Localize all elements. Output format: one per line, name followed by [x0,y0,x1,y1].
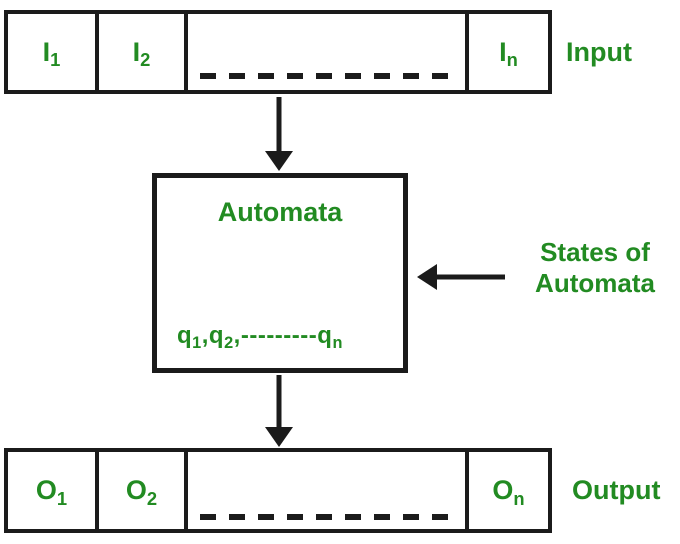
arrow-shaft [276,97,282,153]
state-q1-base: q [177,322,193,349]
output-cell-1: O1 [8,452,99,529]
arrow-left-head [417,264,437,290]
states-pointer-line1: States of [540,237,650,267]
states-pointer-line2: Automata [535,268,655,298]
input-cell-1: I1 [8,14,99,90]
input-cell-1-sub: 1 [50,49,61,71]
input-to-automata-arrow [265,97,293,171]
arrow-down-head [265,427,293,447]
arrow-shaft [276,375,282,429]
output-cell-n: On [469,452,548,529]
output-cell-2-base: O [125,475,147,505]
state-qn-sub: n [332,334,343,353]
input-cell-1-base: I [42,36,51,67]
output-cell-n-base: O [492,475,514,505]
input-tape: I1 I2 In [4,10,552,94]
input-cell-n-label: In [499,36,518,71]
output-cell-ellipsis [188,452,469,529]
input-label: Input [566,36,632,67]
output-cell-2: O2 [99,452,188,529]
automata-box: Automata q1,q2,---------qn [152,173,408,373]
output-cell-2-label: O2 [125,475,158,509]
output-ellipsis-dashes [200,514,453,520]
states-pointer-arrow [417,264,505,290]
state-q2-sub: 2 [224,334,234,353]
input-cell-ellipsis [188,14,469,90]
state-q2-base: q [208,322,225,349]
input-cell-2-base: I [132,36,141,67]
input-ellipsis-dashes [200,73,453,79]
output-tape: O1 O2 On [4,448,552,533]
output-cell-n-sub: n [513,487,525,509]
output-cell-1-label: O1 [35,475,68,509]
input-cell-n-base: I [499,36,507,67]
output-cell-n-label: On [492,475,525,509]
output-cell-1-base: O [35,475,57,505]
states-pointer-label: States of Automata [514,237,676,299]
state-q1-sub: 1 [192,334,202,353]
input-cell-2: I2 [99,14,188,90]
input-cell-n-sub: n [506,49,518,71]
automata-states-text: q1,q2,---------qn [177,322,343,353]
input-cell-1-label: I1 [42,36,61,71]
state-qn-base: q [317,322,333,349]
input-cell-2-sub: 2 [140,49,151,71]
input-cell-2-label: I2 [132,36,151,71]
automata-title: Automata [217,197,343,227]
state-sep-1: , [201,322,209,349]
automata-to-output-arrow [265,375,293,447]
output-cell-1-sub: 1 [56,487,68,509]
output-label: Output [572,475,661,505]
input-cell-n: In [469,14,548,90]
state-sep-dashes: ,--------- [233,322,318,349]
arrow-down-head [265,151,293,171]
arrow-shaft [435,274,505,280]
output-cell-2-sub: 2 [146,487,158,509]
